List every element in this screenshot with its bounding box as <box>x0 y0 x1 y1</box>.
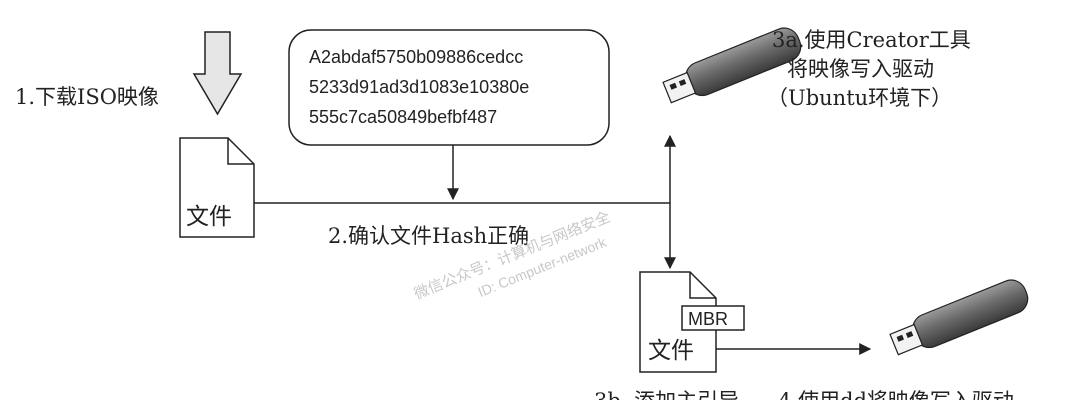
step-download-label: 1.下载ISO映像 <box>15 85 159 109</box>
hash-box <box>288 29 610 146</box>
step-add-mbr-label: 3b. 添加主引导 <box>594 389 739 400</box>
download-arrow-icon <box>192 31 243 116</box>
mbr-file-icon <box>639 271 745 373</box>
step-verify-label: 2.确认文件Hash正确 <box>328 224 529 248</box>
step-creator-line-2: 将映像写入驱动 <box>787 57 934 81</box>
hash-line-1: A2abdaf5750b09886cedcc <box>309 47 523 67</box>
usb-drive-icon <box>889 279 1029 356</box>
iso-file-label: 文件 <box>186 204 232 230</box>
mbr-file-label: 文件 <box>648 338 694 364</box>
hash-line-3: 555c7ca50849befbf487 <box>309 107 497 127</box>
mbr-label: MBR <box>688 309 728 329</box>
hash-line-2: 5233d91ad3d1083e10380e <box>309 77 529 97</box>
step-creator-line-3: （Ubuntu环境下） <box>767 86 952 110</box>
iso-file-icon <box>179 137 255 238</box>
usb-drive-icon <box>662 27 802 104</box>
step-creator-line-1: 3a.使用Creator工具 <box>772 28 971 52</box>
step-dd-label: 4.使用dd将映像写入驱动 <box>778 389 1014 400</box>
mbr-badge <box>681 305 745 331</box>
